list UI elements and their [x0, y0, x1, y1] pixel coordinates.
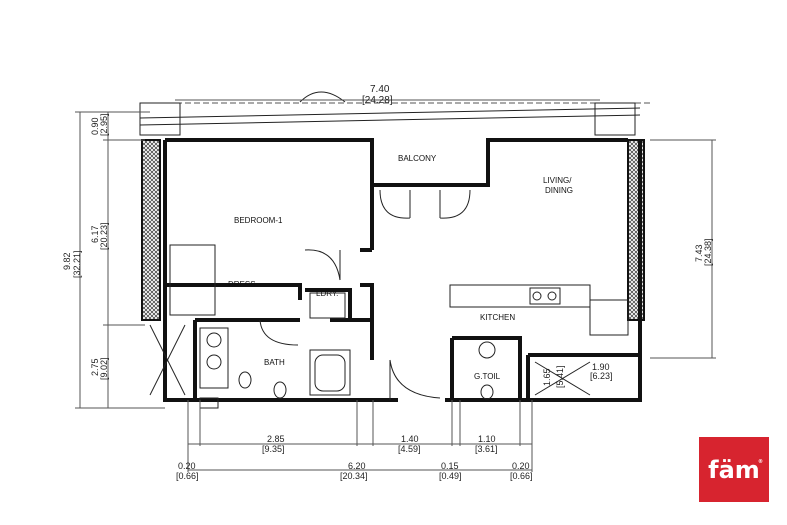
- svg-text:1.10: 1.10: [478, 434, 496, 444]
- room-label-bath: BATH: [264, 358, 285, 367]
- walls: [163, 138, 642, 402]
- room-label-dress: DRESS: [228, 280, 256, 289]
- svg-text:1.40: 1.40: [401, 434, 419, 444]
- room-label-guest-toilet: G.TOIL: [474, 372, 501, 381]
- svg-text:[0.66]: [0.66]: [510, 471, 533, 481]
- svg-text:1.90: 1.90: [592, 362, 610, 372]
- dimension-top: 7.40 [24.28]: [175, 84, 600, 106]
- fixtures: [149, 244, 629, 409]
- svg-text:[24.38]: [24.38]: [703, 238, 713, 266]
- room-label-kitchen: KITCHEN: [480, 313, 515, 322]
- svg-text:7.43: 7.43: [694, 244, 704, 262]
- svg-text:[0.49]: [0.49]: [439, 471, 462, 481]
- svg-text:2.75: 2.75: [90, 358, 100, 376]
- room-label-laundry: LDRY.: [316, 289, 338, 298]
- svg-text:7.40: 7.40: [370, 84, 390, 95]
- dimension-right: 7.43 [24.38]: [650, 139, 716, 359]
- room-label-balcony: BALCONY: [398, 154, 437, 163]
- room-label-living: LIVING/: [543, 176, 572, 185]
- svg-text:[5.41]: [5.41]: [555, 365, 565, 388]
- svg-text:2.85: 2.85: [267, 434, 285, 444]
- svg-text:0.15: 0.15: [441, 461, 459, 471]
- svg-text:[20.23]: [20.23]: [99, 222, 109, 250]
- svg-text:[2.95]: [2.95]: [99, 113, 109, 136]
- room-label-dining: DINING: [545, 186, 573, 195]
- svg-text:[0.66]: [0.66]: [176, 471, 199, 481]
- svg-text:[3.61]: [3.61]: [475, 444, 498, 454]
- svg-text:0.20: 0.20: [178, 461, 196, 471]
- logo-text: fäm: [708, 455, 760, 484]
- dimension-store: 1.65 [5.41] 1.90 [6.23]: [542, 362, 613, 388]
- svg-text:0.20: 0.20: [512, 461, 530, 471]
- room-label-bedroom: BEDROOM-1: [234, 216, 283, 225]
- svg-text:9.82: 9.82: [62, 252, 72, 270]
- fam-logo: fäm ®: [699, 437, 769, 502]
- registered-mark: ®: [758, 459, 763, 465]
- dimension-bottom: 2.85 [9.35] 1.40 [4.59] 1.10 [3.61] 0.20…: [176, 400, 533, 481]
- svg-text:[9.02]: [9.02]: [99, 357, 109, 380]
- svg-text:0.90: 0.90: [90, 117, 100, 135]
- svg-text:[24.28]: [24.28]: [362, 95, 393, 106]
- left-wall-hatch: [141, 139, 161, 321]
- svg-text:[32.21]: [32.21]: [72, 250, 82, 278]
- balcony-area: [139, 91, 650, 136]
- svg-text:[20.34]: [20.34]: [340, 471, 368, 481]
- svg-text:[6.23]: [6.23]: [590, 371, 613, 381]
- svg-text:6.20: 6.20: [348, 461, 366, 471]
- doors: [259, 189, 471, 400]
- svg-text:1.65: 1.65: [542, 368, 552, 386]
- dimension-left: 9.82 [32.21] 0.90 [2.95] 6.17 [20.23] 2.…: [62, 111, 165, 409]
- svg-text:[4.59]: [4.59]: [398, 444, 421, 454]
- svg-text:[9.35]: [9.35]: [262, 444, 285, 454]
- svg-text:6.17: 6.17: [90, 225, 100, 243]
